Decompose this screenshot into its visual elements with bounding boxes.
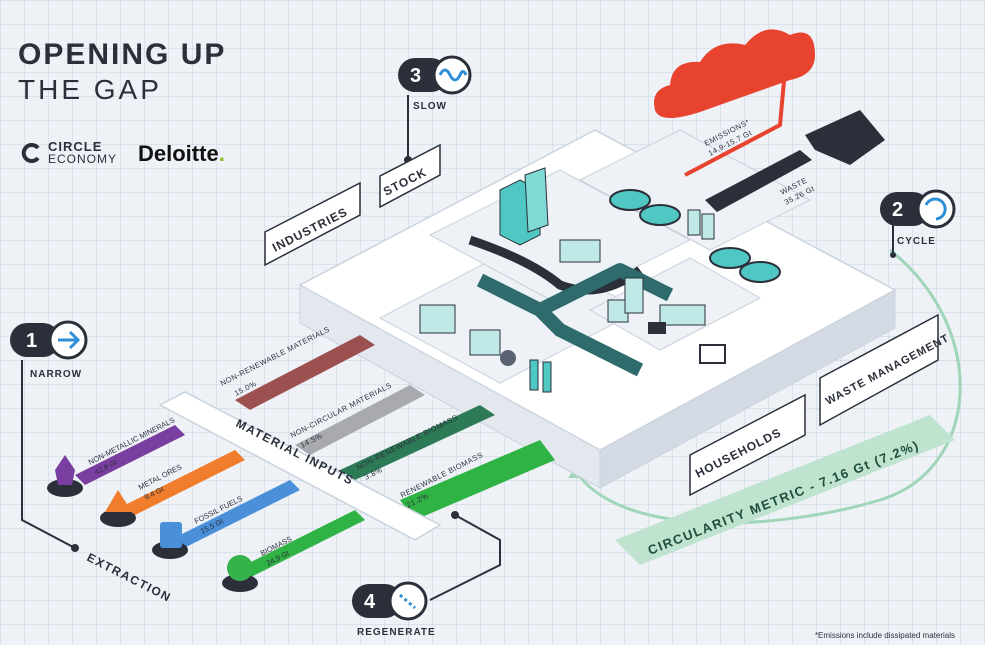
nrm-label: NON-RENEWABLE MATERIALS [219, 325, 331, 388]
circle-economy-icon [21, 143, 40, 163]
minerals-arrow [75, 425, 185, 485]
title-line1: OPENING UP [18, 38, 227, 71]
step-badge-4: 4 [352, 581, 428, 621]
step-1-label: NARROW [30, 369, 83, 380]
ores-arrow [125, 450, 245, 515]
circularity-metric-label: CIRCULARITY METRIC - 7.16 Gt (7.2%) [646, 437, 922, 557]
ores-icon [100, 490, 136, 527]
cycle-icon [924, 197, 947, 221]
cycle-arc [573, 248, 962, 525]
narrow-icon [58, 330, 81, 350]
step-2-label: CYCLE [897, 236, 936, 247]
extraction-line [21, 360, 76, 549]
fuels-arrow [170, 480, 300, 550]
slow-wave-icon [438, 68, 468, 82]
renewable-biomass-arrow [400, 440, 555, 520]
step-badge-2: 2 [880, 189, 956, 229]
step-badge-1: 1 [10, 320, 88, 360]
minerals-icon [47, 455, 83, 497]
step-2-number: 2 [892, 199, 903, 221]
deloitte-dot: . [218, 141, 225, 166]
emissions-cloud-icon [654, 29, 815, 119]
step-3-label: SLOW [413, 101, 447, 112]
circle-logo-line1: CIRCLE [48, 139, 103, 154]
emissions-arrow [684, 69, 787, 177]
biomass-arrow [235, 510, 365, 580]
step-4-label: REGENERATE [357, 627, 436, 638]
apple-icon [222, 555, 258, 592]
footnote: *Emissions include dissipated materials [814, 631, 955, 640]
platform [298, 129, 897, 489]
stock-sign: STOCK [379, 143, 441, 209]
material-inputs-bar [158, 391, 442, 541]
step-badge-3: 3 [398, 55, 472, 95]
step-1-number: 1 [26, 330, 37, 352]
waste-arrow [705, 150, 812, 212]
regenerate-line [429, 514, 501, 601]
non-renewable-materials-arrow [235, 335, 375, 410]
step-4-number: 4 [364, 591, 376, 613]
extraction-label: EXTRACTION [85, 550, 174, 605]
non-circular-materials-arrow [295, 385, 425, 455]
deloitte-logo: Deloitte. [138, 141, 225, 167]
circle-logo-line2: ECONOMY [48, 152, 118, 166]
non-renewable-biomass-arrow [340, 405, 495, 480]
industries-sign: INDUSTRIES [264, 181, 361, 267]
fuel-can-icon [152, 522, 188, 559]
deloitte-wordmark: Deloitte [138, 141, 219, 166]
title-line2: THE GAP [18, 74, 162, 105]
step-3-number: 3 [410, 65, 421, 87]
waste-pile-icon [805, 110, 885, 165]
